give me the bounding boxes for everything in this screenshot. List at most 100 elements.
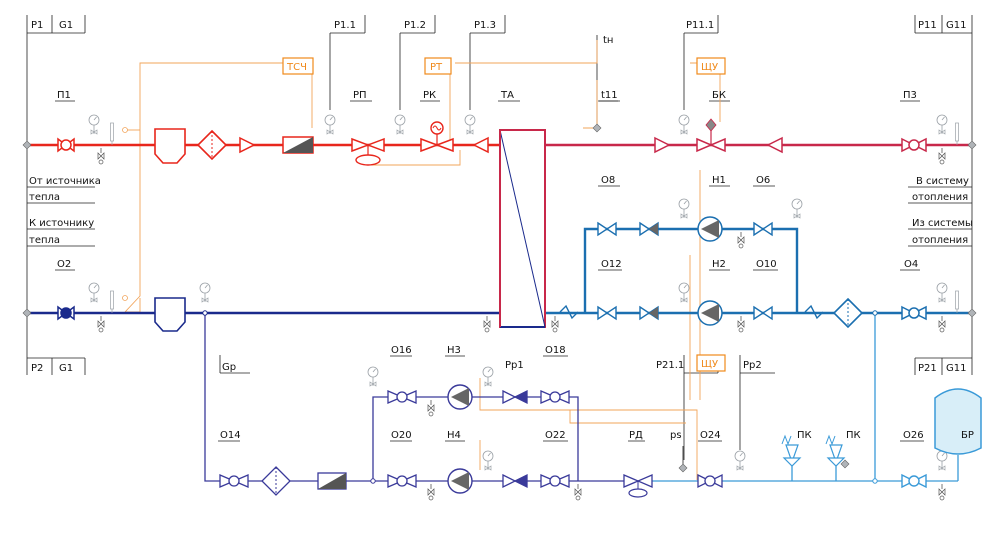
tag-o4: О4 [904,259,918,270]
drain-valve-icon [938,483,946,501]
tag-p111: P11.1 [686,20,714,31]
label-to-system-1: В систему [916,176,969,187]
drain-valve-icon [938,315,946,333]
tb-tr-2: G11 [946,20,966,31]
drain-valve-icon [97,315,105,333]
pump-h3 [447,384,473,410]
safety-valve-2 [825,434,846,467]
tag-h1: Н1 [712,175,726,186]
thermometer-icon [110,122,114,146]
valve-pp1 [502,389,528,405]
drain-valve-icon [551,315,559,333]
tb-br-2: G11 [946,363,966,374]
check-valve-secondary [654,136,671,154]
filter-makeup [261,466,291,496]
valve-o2 [57,305,75,321]
tag-o14: О14 [220,430,241,441]
filter-supply [196,129,228,161]
label-to-source-2: тепла [29,235,60,246]
gauge-icon [678,282,690,303]
valve-rd [623,474,653,498]
valve-o26 [901,473,927,489]
tag-ps: ps [670,430,682,441]
gauge-icon [936,114,948,135]
pump-h2 [697,300,723,326]
valve-o20 [387,474,417,488]
tag-pk2: ПК [846,430,861,441]
drain-valve-icon [97,147,105,165]
tb-tl-1: P1 [31,20,43,31]
tag-t11: t11 [601,90,618,101]
tag-br: БР [961,430,974,441]
tag-o12: О12 [601,259,622,270]
tag-p3: П3 [903,90,917,101]
labels: P1 G1 P2 G1 P11 G11 P21 G11 От источника… [29,20,974,441]
valve-rp [351,137,385,166]
tag-o10: О10 [756,259,777,270]
valve-o4 [901,305,927,321]
heat-meter [282,136,314,154]
check-valve-secondary-2 [766,136,783,154]
valve-o14 [219,474,249,488]
label-from-source-1: От источника [29,176,101,187]
label-from-system-1: Из системы [912,218,973,229]
control-lines [124,40,721,480]
valve-o10 [753,305,773,321]
tag-pp1: Рр1 [505,360,524,371]
tb-tl-2: G1 [59,20,73,31]
frame-lines [26,15,975,467]
thermometer-icon [110,290,114,314]
orange-tag-frames [282,57,726,372]
water-meter [317,472,347,490]
filter-secondary [832,297,864,329]
gauge-icon [88,282,100,303]
tag-o20: О20 [391,430,412,441]
gauge-icon [88,114,100,135]
gauge-icon [199,282,211,303]
gauge-icon [367,366,379,387]
safety-valve-1 [781,434,802,467]
valve-rk [420,121,454,153]
tag-p13: P1.3 [474,20,496,31]
tag-h4: Н4 [447,430,461,441]
drain-valve-icon [427,483,435,501]
gauge-icon [394,114,406,135]
gauge-icon [734,450,746,471]
tag-h3: Н3 [447,345,461,356]
tag-schu-1: ЩУ [701,62,718,73]
tag-rp: РП [353,90,367,101]
gauge-icon [482,450,494,471]
tag-o26: О26 [903,430,924,441]
pump-h1 [697,216,723,242]
tag-tsch: ТСЧ [286,62,307,73]
tag-tn: tн [603,35,613,46]
mud-separator [154,128,186,164]
tag-p11: P1.1 [334,20,356,31]
label-from-source-2: тепла [29,192,60,203]
tb-br-1: P21 [918,363,937,374]
tag-o16: О16 [391,345,412,356]
gauge-icon [678,114,690,135]
drain-valve-icon [737,231,745,249]
tb-bl-1: P2 [31,363,43,374]
thermometer-icon [955,290,959,314]
end-markers [22,123,977,473]
label-to-system-2: отопления [912,192,968,203]
makeup-line [640,313,958,482]
gauge-icon [464,114,476,135]
drain-valve-icon [737,315,745,333]
gauge-icon [936,282,948,303]
valve-o16 [387,390,417,404]
valve-check-makeup [502,473,528,489]
drain-valve-icon [483,315,491,333]
mud-separator-return [154,297,186,332]
gauge-icon [482,366,494,387]
tag-p12: P1.2 [404,20,426,31]
check-valve-supply-2 [472,136,489,154]
secondary-loop-line [545,227,972,315]
gauge-icon [936,450,948,471]
tag-gp: Gp [222,362,236,373]
tag-rd: РД [629,430,643,441]
drain-valve-icon [427,399,435,417]
